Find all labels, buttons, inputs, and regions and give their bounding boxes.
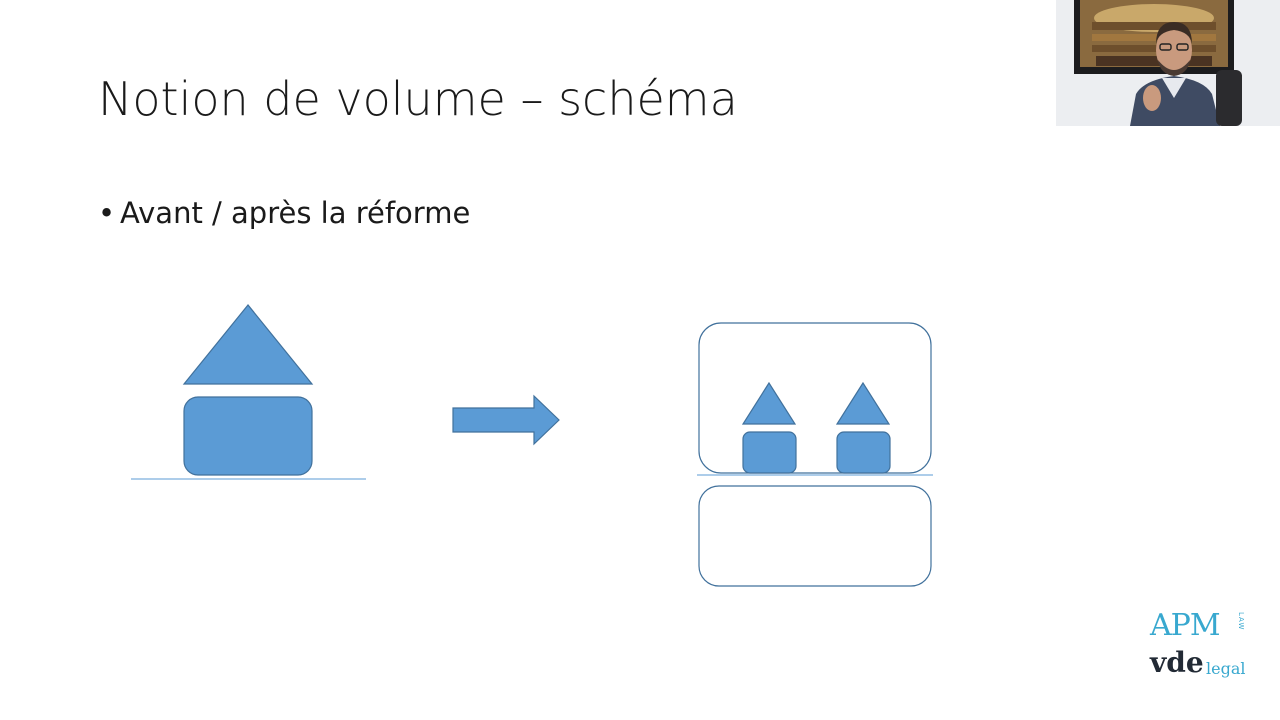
logo-apm-text: APM bbox=[1150, 608, 1220, 643]
small-body-right bbox=[837, 432, 890, 473]
after-volumes bbox=[697, 323, 933, 586]
logo-law-text: LAW bbox=[1237, 612, 1245, 630]
upper-volume-rect bbox=[699, 323, 931, 473]
logo-vde-text: vde bbox=[1150, 646, 1204, 679]
lower-volume-rect bbox=[699, 486, 931, 586]
company-logo: APM LAW vde legal bbox=[1148, 608, 1258, 688]
before-house bbox=[131, 305, 366, 479]
webcam-image bbox=[1056, 0, 1280, 126]
before-body-rect bbox=[184, 397, 312, 475]
before-roof-triangle bbox=[184, 305, 312, 384]
small-body-left bbox=[743, 432, 796, 473]
right-arrow-icon bbox=[453, 396, 559, 444]
logo-legal-text: legal bbox=[1206, 659, 1245, 678]
webcam-video-feed bbox=[1056, 0, 1280, 126]
